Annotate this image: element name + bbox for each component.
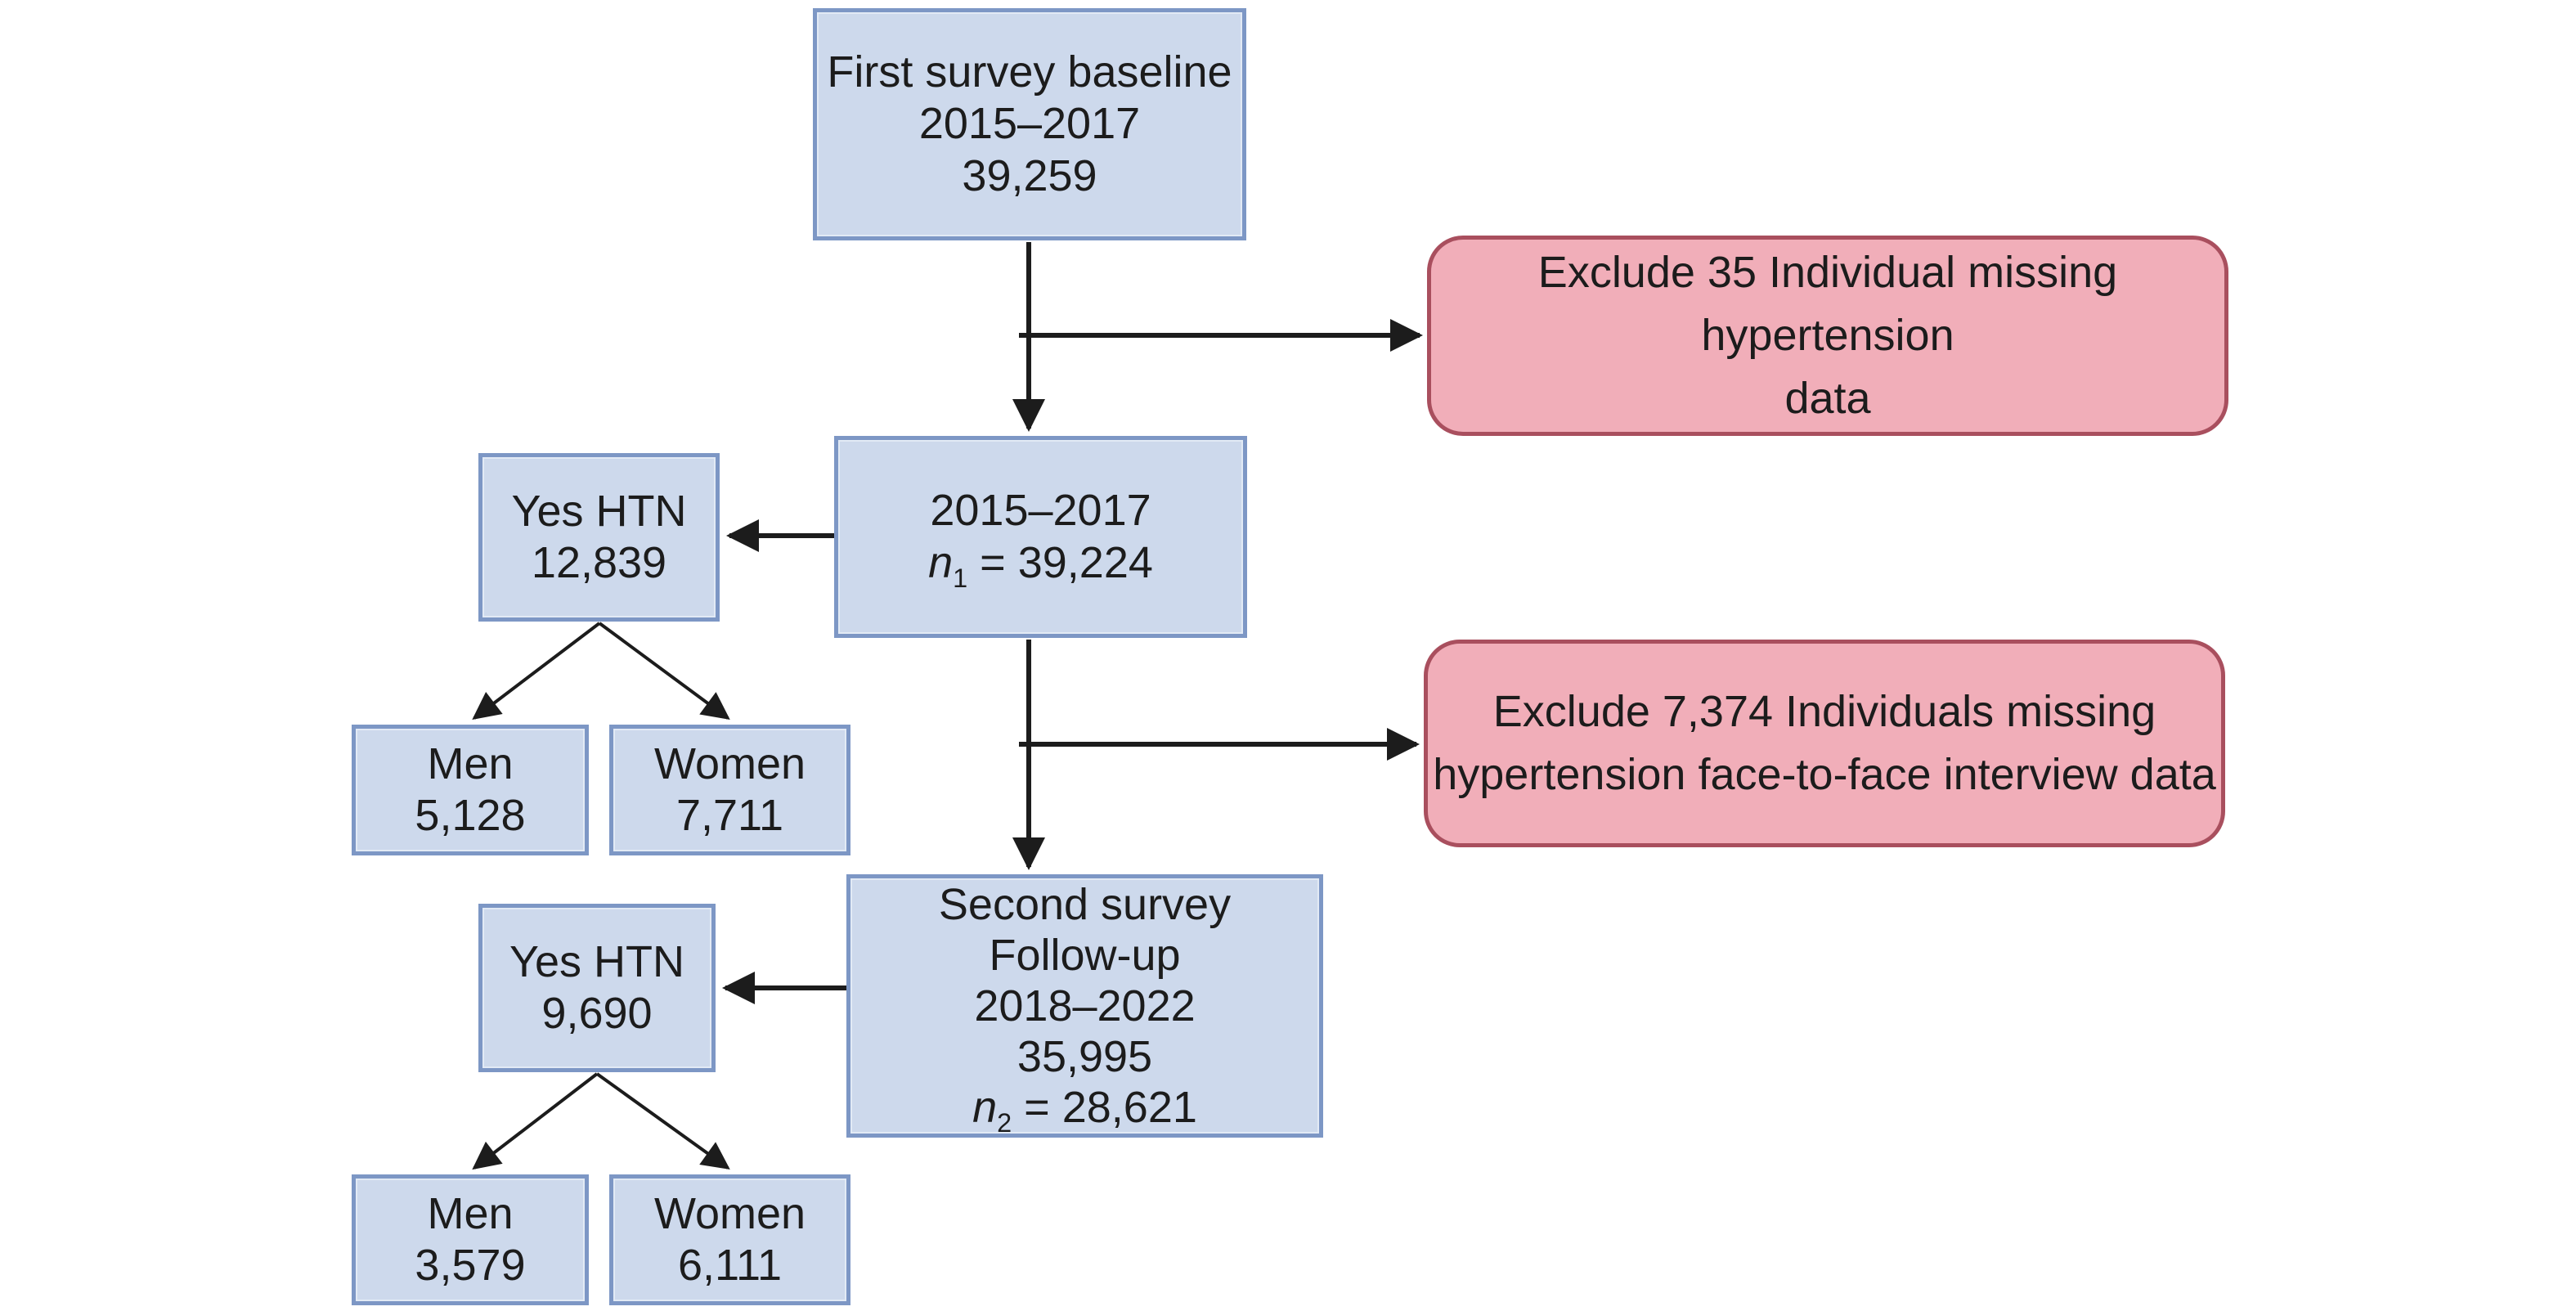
box-line: Follow-up bbox=[989, 930, 1181, 980]
box-line: hypertension face-to-face interview data bbox=[1433, 750, 2216, 799]
box-second-survey-followup: Second survey Follow-up 2018–2022 35,995… bbox=[846, 874, 1323, 1138]
arrow-yeshtn1-to-men1 bbox=[472, 622, 601, 721]
box-line: Exclude 35 Individual missing hypertensi… bbox=[1537, 248, 2118, 361]
box-exclude-missing-interview-data: Exclude 7,374 Individuals missing hypert… bbox=[1424, 640, 2225, 847]
box-line: 3,579 bbox=[415, 1241, 526, 1290]
n2-value: = 28,621 bbox=[1012, 1083, 1197, 1133]
box-men-baseline: Men 5,128 bbox=[352, 725, 589, 855]
box-cohort-2015-2017: 2015–2017 n1 = 39,224 bbox=[834, 436, 1247, 638]
box-line: Exclude 7,374 Individuals missing bbox=[1492, 687, 2156, 737]
box-line: 12,839 bbox=[531, 538, 667, 587]
box-line: n1 = 39,224 bbox=[928, 537, 1153, 593]
box-line: 2018–2022 bbox=[974, 981, 1196, 1030]
box-line: 7,711 bbox=[675, 791, 784, 840]
box-line: 6,111 bbox=[677, 1241, 783, 1290]
box-line: 39,259 bbox=[962, 150, 1097, 200]
box-line: data bbox=[1784, 373, 1871, 423]
box-yes-htn-followup: Yes HTN 9,690 bbox=[478, 904, 716, 1072]
box-line: 2015–2017 bbox=[930, 486, 1151, 536]
arrow-yeshtn1-to-women1 bbox=[598, 622, 730, 721]
box-first-survey-baseline: First survey baseline 2015–2017 39,259 bbox=[813, 8, 1246, 240]
box-yes-htn-baseline: Yes HTN 12,839 bbox=[478, 453, 720, 622]
n1-subscript: 1 bbox=[953, 563, 968, 593]
box-line: 35,995 bbox=[1016, 1032, 1153, 1082]
box-women-baseline: Women 7,711 bbox=[609, 725, 850, 855]
box-line: Women bbox=[653, 739, 806, 788]
box-line: Yes HTN bbox=[511, 486, 687, 536]
box-women-followup: Women 6,111 bbox=[609, 1174, 850, 1305]
box-line: 2015–2017 bbox=[918, 99, 1141, 149]
arrow-yeshtn2-to-women2 bbox=[595, 1072, 730, 1170]
box-line: Men bbox=[427, 1188, 514, 1238]
box-line: Men bbox=[427, 739, 514, 788]
box-exclude-missing-hypertension-data: Exclude 35 Individual missing hypertensi… bbox=[1427, 236, 2228, 436]
box-line: Yes HTN bbox=[509, 936, 685, 986]
box-line: Women bbox=[653, 1188, 806, 1238]
box-line: 9,690 bbox=[541, 989, 653, 1038]
arrow-yeshtn2-to-men2 bbox=[472, 1072, 599, 1170]
n1-value: = 39,224 bbox=[967, 537, 1153, 587]
n1-variable: n bbox=[928, 537, 954, 587]
n2-variable: n bbox=[972, 1083, 998, 1133]
box-men-followup: Men 3,579 bbox=[352, 1174, 589, 1305]
box-line: n2 = 28,621 bbox=[972, 1082, 1197, 1136]
box-line: First survey baseline bbox=[827, 47, 1232, 97]
box-line: Second survey bbox=[938, 879, 1232, 929]
n2-subscript: 2 bbox=[997, 1107, 1012, 1138]
box-line: 5,128 bbox=[415, 791, 526, 840]
